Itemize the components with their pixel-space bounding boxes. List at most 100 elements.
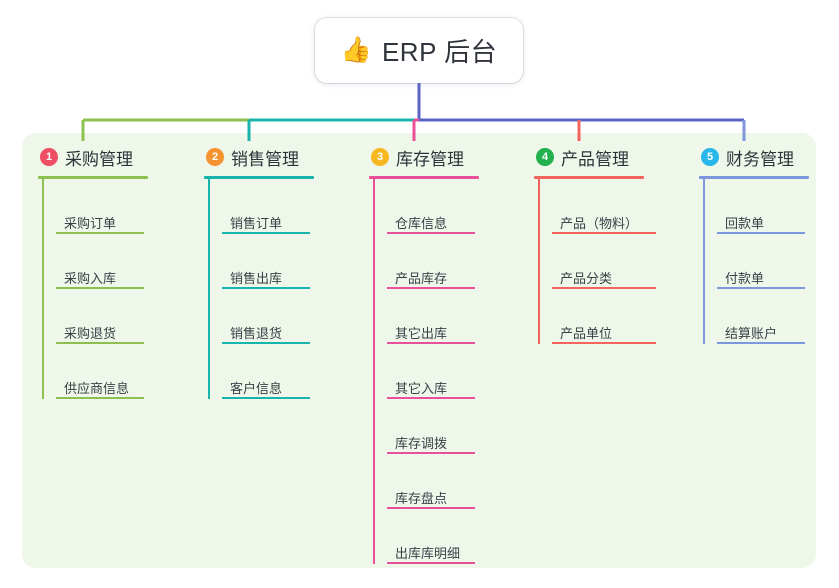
branch-spine [208,179,210,399]
branch-label: 库存管理 [396,149,464,169]
branch-item-rule [222,287,310,289]
branch-items: 产品（物料） 产品分类产品单位 [534,179,656,344]
branch-header-rule [699,176,809,179]
branches-panel [22,133,816,568]
branch-header-rule [204,176,314,179]
branch-item-label: 付款单 [725,271,765,286]
branch-item-rule [552,232,656,234]
branch-column-4: 4 产品管理产品（物料） 产品分类产品单位 [534,145,656,344]
branch-items: 仓库信息产品库存其它出库其它入库库存调拨库存盘点出库库明细 [369,179,479,564]
branch-item-label: 采购退货 [64,326,117,341]
branch-item-rule [552,342,656,344]
branch-item[interactable]: 客户信息 [222,344,310,399]
branch-header-rule [369,176,479,179]
branch-item[interactable]: 库存调拨 [387,399,475,454]
branch-item-rule [56,397,144,399]
branch-item-rule [387,397,475,399]
branch-item-label: 其它出库 [395,326,448,341]
branch-item-rule [387,452,475,454]
branch-badge-3: 3 [371,148,389,166]
branch-item-rule [56,342,144,344]
branch-item-label: 产品（物料） [560,216,639,231]
branch-item[interactable]: 其它入库 [387,344,475,399]
branch-item-rule [387,507,475,509]
branch-item-rule [552,287,656,289]
branch-item-label: 销售订单 [230,216,283,231]
branch-item-rule [387,342,475,344]
branch-item[interactable]: 仓库信息 [387,179,475,234]
branch-item-rule [222,397,310,399]
branch-item-label: 回款单 [725,216,765,231]
branch-header-2[interactable]: 2 销售管理 [204,145,314,169]
branch-item-rule [717,287,805,289]
branch-item-rule [56,287,144,289]
branch-header-3[interactable]: 3 库存管理 [369,145,479,169]
branch-item[interactable]: 采购入库 [56,234,144,289]
branch-item[interactable]: 采购订单 [56,179,144,234]
branch-item[interactable]: 回款单 [717,179,805,234]
branch-item-label: 产品分类 [560,271,613,286]
branch-label: 财务管理 [726,149,794,169]
branch-item[interactable]: 库存盘点 [387,454,475,509]
branch-item-label: 供应商信息 [64,381,130,396]
branch-item[interactable]: 产品库存 [387,234,475,289]
branch-item[interactable]: 出库库明细 [387,509,475,564]
root-title: ERP 后台 [381,37,498,67]
branch-item-rule [717,342,805,344]
branch-item-rule [222,232,310,234]
branch-item[interactable]: 产品单位 [552,289,656,344]
branch-label: 产品管理 [561,149,629,169]
root-node[interactable]: 👍 ERP 后台 [315,18,523,83]
branch-spine [373,179,375,564]
branch-spine [538,179,540,344]
branch-item-label: 库存盘点 [395,491,448,506]
branch-item-label: 其它入库 [395,381,448,396]
branch-badge-1: 1 [40,148,58,166]
branch-item-label: 结算账户 [725,326,778,341]
branch-item[interactable]: 采购退货 [56,289,144,344]
branch-column-3: 3 库存管理仓库信息产品库存其它出库其它入库库存调拨库存盘点出库库明细 [369,145,479,564]
branch-item[interactable]: 结算账户 [717,289,805,344]
branch-item-label: 销售退货 [230,326,283,341]
branch-badge-2: 2 [206,148,224,166]
branch-item-label: 客户信息 [230,381,283,396]
branch-item-label: 销售出库 [230,271,283,286]
branch-item-rule [387,287,475,289]
branch-header-4[interactable]: 4 产品管理 [534,145,656,169]
branch-item[interactable]: 其它出库 [387,289,475,344]
branch-item-label: 产品单位 [560,326,613,341]
branch-item-label: 仓库信息 [395,216,448,231]
branch-item[interactable]: 供应商信息 [56,344,144,399]
branch-header-5[interactable]: 5 财务管理 [699,145,809,169]
branch-items: 采购订单采购入库采购退货供应商信息 [38,179,148,399]
branch-column-2: 2 销售管理销售订单销售出库销售退货客户信息 [204,145,314,399]
branch-item[interactable]: 销售出库 [222,234,310,289]
branch-item-rule [387,562,475,564]
branch-item[interactable]: 付款单 [717,234,805,289]
branch-item-rule [222,342,310,344]
branch-item[interactable]: 产品分类 [552,234,656,289]
branch-item-label: 产品库存 [395,271,448,286]
branch-item-rule [387,232,475,234]
branch-item[interactable]: 销售订单 [222,179,310,234]
branch-label: 采购管理 [65,149,133,169]
branch-header-rule [534,176,644,179]
branch-label: 销售管理 [231,149,299,169]
branch-item-rule [717,232,805,234]
branch-item[interactable]: 产品（物料） [552,179,656,234]
branch-item[interactable]: 销售退货 [222,289,310,344]
branch-item-label: 采购入库 [64,271,117,286]
branch-column-5: 5 财务管理回款单付款单结算账户 [699,145,809,344]
branch-header-rule [38,176,148,179]
branch-column-1: 1 采购管理采购订单采购入库采购退货供应商信息 [38,145,148,399]
branch-item-label: 出库库明细 [395,546,461,561]
branch-spine [703,179,705,344]
thumbs-up-icon: 👍 [340,36,372,64]
branch-item-label: 库存调拨 [395,436,448,451]
branch-header-1[interactable]: 1 采购管理 [38,145,148,169]
branch-badge-4: 4 [536,148,554,166]
branch-items: 回款单付款单结算账户 [699,179,809,344]
branch-items: 销售订单销售出库销售退货客户信息 [204,179,314,399]
branch-badge-5: 5 [701,148,719,166]
